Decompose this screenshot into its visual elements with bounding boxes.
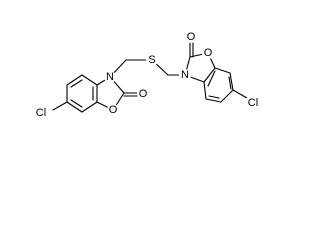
oxygen-ring-atom-right: O (204, 47, 213, 59)
chemical-structure: Cl N O O S O O N Cl (33, 31, 261, 121)
carbonyl-oxygen-right: O (187, 31, 196, 43)
bond (220, 89, 234, 103)
bond (232, 89, 248, 99)
atom-labels: Cl N O O S O O N Cl (33, 31, 261, 121)
bond (66, 74, 83, 86)
carbonyl-oxygen-left: O (139, 88, 148, 100)
oxygen-ring-atom-left: O (109, 104, 118, 116)
bond (229, 72, 234, 91)
bond (228, 76, 232, 90)
bond (52, 101, 68, 111)
chlorine-atom-left: Cl (36, 107, 46, 119)
bond (207, 70, 216, 87)
right-benzoxazolone (184, 41, 248, 103)
bond (205, 98, 222, 103)
bond (66, 101, 83, 113)
nitrogen-atom-left: N (106, 71, 114, 83)
left-benzoxazolone (52, 74, 138, 113)
chlorine-atom-right: Cl (248, 97, 258, 109)
bond (208, 95, 220, 99)
bond (70, 99, 83, 108)
bond (214, 67, 231, 74)
bond (203, 67, 216, 83)
bond (203, 81, 207, 100)
bond (81, 101, 98, 113)
nitrogen-atom-right: N (181, 69, 189, 81)
bond (81, 74, 98, 86)
sulfur-atom: S (148, 54, 155, 66)
bond (70, 79, 83, 88)
